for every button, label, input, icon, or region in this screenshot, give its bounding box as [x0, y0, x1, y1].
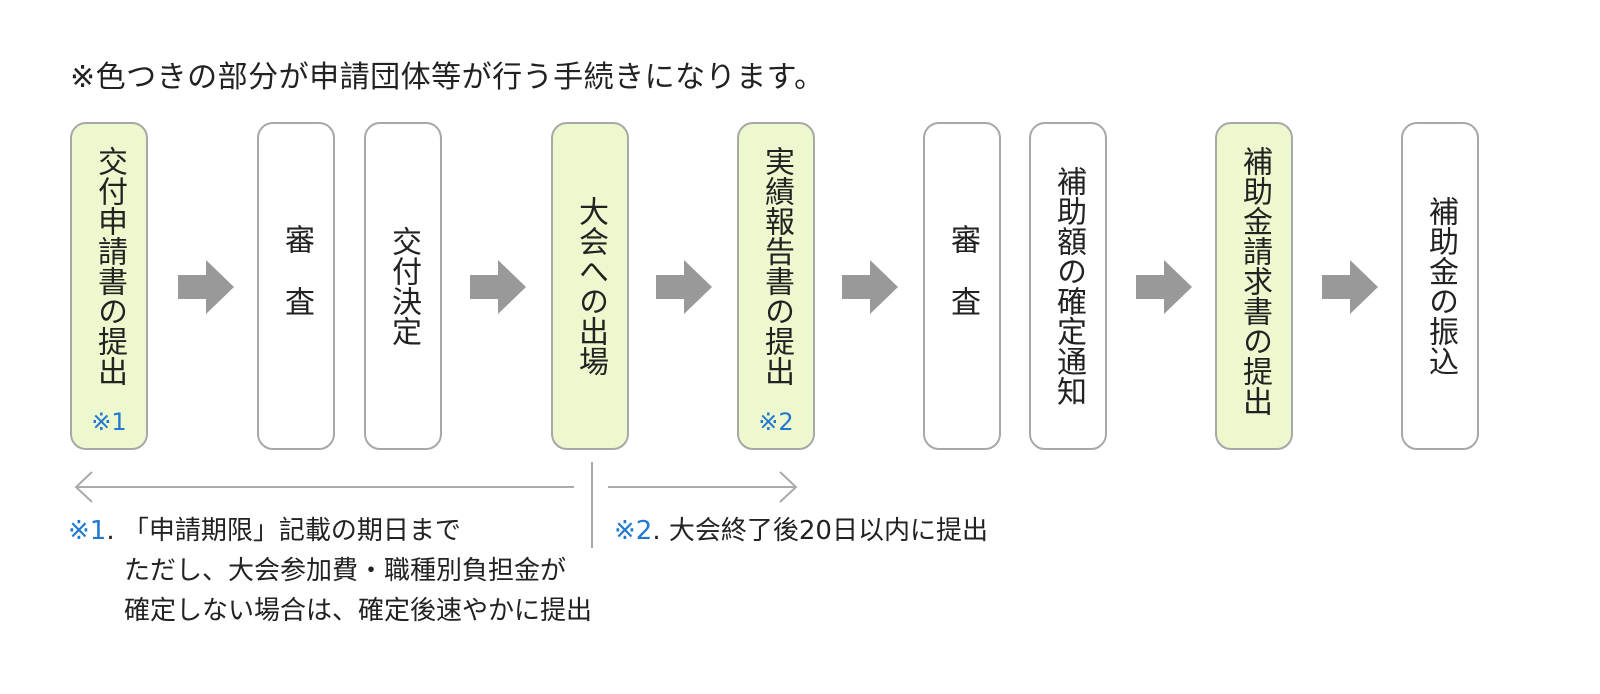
- page-title: ※色つきの部分が申請団体等が行う手続きになります。: [70, 60, 825, 95]
- step-subsidy-claim-submission: 補助金請求書の提出: [1215, 122, 1293, 450]
- flow-arrow-icon: [1322, 260, 1378, 314]
- step-subsidy-transfer: 補助金の振込: [1401, 122, 1479, 450]
- step-performance-report-submission: 実績報告書の提出 ※2: [737, 122, 815, 450]
- step-tournament-participation: 大会への出場: [551, 122, 629, 450]
- step-label: 審査: [945, 224, 980, 348]
- flow-arrow-icon: [470, 260, 526, 314]
- note-marker: ※1: [68, 516, 107, 546]
- step-grant-decision: 交付決定: [364, 122, 442, 450]
- step-label: 交付決定: [386, 226, 421, 346]
- note-text: ただし、大会参加費・職種別負担金が: [124, 556, 567, 586]
- step-application-submission: 交付申請書の提出 ※1: [70, 122, 148, 450]
- period-range-lines: [74, 462, 798, 548]
- step-amount-confirmation-notice: 補助額の確定通知: [1029, 122, 1107, 450]
- step-review: 審査: [923, 122, 1001, 450]
- step-label: 補助金請求書の提出: [1237, 146, 1272, 416]
- step-label: 補助金の振込: [1423, 196, 1458, 376]
- flow-arrow-icon: [1136, 260, 1192, 314]
- note-marker: ※1: [91, 408, 127, 436]
- step-label: 補助額の確定通知: [1051, 166, 1086, 406]
- step-label: 交付申請書の提出: [92, 146, 127, 386]
- step-review: 審査: [257, 122, 335, 450]
- note-marker: ※2: [758, 408, 794, 436]
- note-text: . 大会終了後20日以内に提出: [652, 516, 988, 546]
- step-label: 実績報告書の提出: [759, 146, 794, 386]
- flow-arrow-icon: [178, 260, 234, 314]
- flow-arrow-icon: [656, 260, 712, 314]
- note-2: ※2. 大会終了後20日以内に提出: [614, 511, 988, 551]
- note-text: 確定しない場合は、確定後速やかに提出: [124, 596, 593, 626]
- step-label: 審査: [279, 224, 314, 348]
- flow-arrow-icon: [842, 260, 898, 314]
- note-1: ※1. 「申請期限」記載の期日まで ただし、大会参加費・職種別負担金が 確定しな…: [68, 511, 592, 631]
- note-marker: ※2: [614, 516, 653, 546]
- step-label: 大会への出場: [573, 196, 608, 376]
- note-text: . 「申請期限」記載の期日まで: [106, 516, 461, 546]
- range-right-arrow-icon: [779, 471, 798, 503]
